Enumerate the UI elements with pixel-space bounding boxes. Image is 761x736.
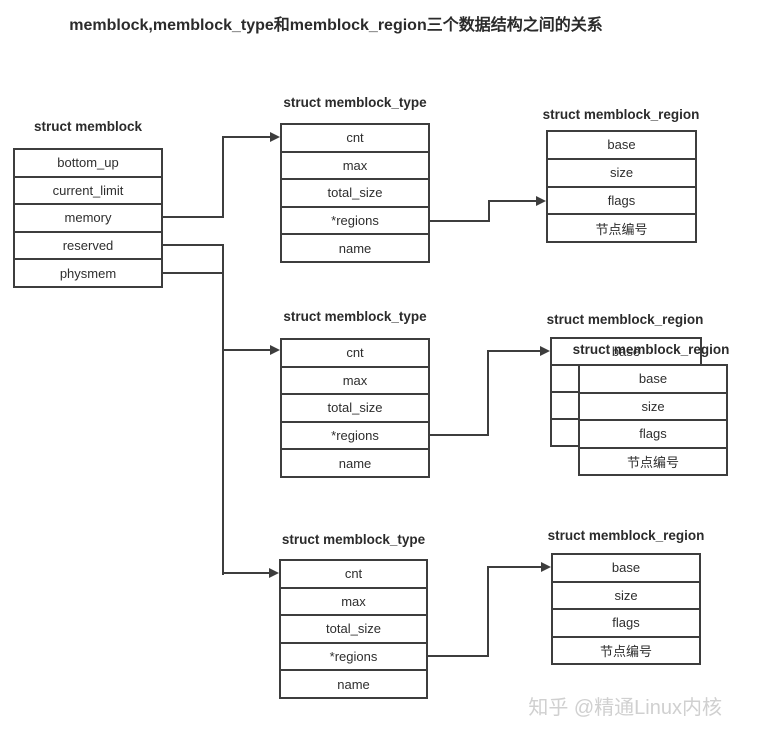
field-base: base <box>607 137 636 153</box>
field-size: size <box>580 391 726 420</box>
field-current-limit: current_limit <box>15 175 161 204</box>
field-name: name <box>282 448 428 476</box>
connector-memory-h2 <box>224 136 270 138</box>
arrowhead-reserved-to-type-middle <box>270 345 280 355</box>
field-regions: *regions <box>281 641 426 670</box>
zhihu-watermark: 知乎 @精通Linux内核 <box>528 697 722 719</box>
struct-memblock-region-middle-back-title: struct memblock_region <box>546 312 704 327</box>
struct-memblock-type-top-box: cnt max total_size *regions name <box>280 123 430 263</box>
field-node-id: 节点编号 <box>553 635 699 664</box>
field-max: max <box>281 586 426 615</box>
connector-reserved-branch-h <box>224 349 270 351</box>
struct-memblock-region-middle-front-title: struct memblock_region <box>572 342 730 357</box>
field-flags: flags <box>580 419 726 447</box>
struct-memblock-type-middle-title: struct memblock_type <box>283 309 427 324</box>
struct-memblock-type-top-title: struct memblock_type <box>283 95 427 110</box>
field-size: size <box>548 157 695 186</box>
connector-memory-v <box>222 136 224 218</box>
struct-memblock-region-top-title: struct memblock_region <box>542 107 700 122</box>
arrowhead-physmem-to-type-bottom <box>269 568 279 578</box>
field-max: max <box>282 365 428 394</box>
arrowhead-regions-top <box>536 196 546 206</box>
field-reserved: reserved <box>15 230 161 259</box>
field-total-size: total_size <box>282 393 428 421</box>
struct-memblock-title: struct memblock <box>33 119 143 134</box>
connector-regions-top-v <box>488 200 490 222</box>
field-memory: memory <box>15 203 161 231</box>
diagram-title: memblock,memblock_type和memblock_region三个… <box>69 17 603 34</box>
connector-regions-bottom-h2 <box>489 566 541 568</box>
connector-physmem-h <box>163 272 224 274</box>
field-regions: *regions <box>282 420 428 449</box>
field-node-id: 节点编号 <box>548 213 695 241</box>
struct-memblock-region-bottom-box: base size flags 节点编号 <box>551 553 701 665</box>
connector-physmem-branch-h <box>224 572 269 574</box>
connector-regions-top-h1 <box>430 220 490 222</box>
field-base: base <box>638 371 668 387</box>
field-total-size: total_size <box>282 178 428 206</box>
field-cnt: cnt <box>344 566 363 582</box>
field-flags: flags <box>553 608 699 636</box>
field-cnt: cnt <box>346 345 364 361</box>
struct-memblock-region-middle-front-box: base size flags 节点编号 <box>578 364 728 476</box>
field-max: max <box>282 150 428 179</box>
field-node-id: 节点编号 <box>580 446 726 475</box>
field-regions: *regions <box>282 205 428 234</box>
struct-memblock-type-bottom-title: struct memblock_type <box>281 532 426 547</box>
field-name: name <box>281 669 426 697</box>
field-base: base <box>611 560 641 576</box>
connector-regions-middle-v <box>487 350 489 436</box>
struct-memblock-box: bottom_up current_limit memory reserved … <box>13 148 163 288</box>
struct-memblock-type-middle-box: cnt max total_size *regions name <box>280 338 430 478</box>
connector-regions-bottom-v <box>487 566 489 657</box>
connector-memory-h1 <box>163 216 224 218</box>
arrowhead-regions-bottom <box>541 562 551 572</box>
field-physmem: physmem <box>15 258 161 286</box>
connector-regions-top-h2 <box>490 200 536 202</box>
connector-shared-v <box>222 244 224 575</box>
field-total-size: total_size <box>281 614 426 642</box>
field-name: name <box>282 233 428 261</box>
connector-regions-middle-h1 <box>430 434 489 436</box>
field-size: size <box>553 580 699 609</box>
field-bottom-up: bottom_up <box>57 155 119 171</box>
struct-memblock-region-top-box: base size flags 节点编号 <box>546 130 697 243</box>
field-cnt: cnt <box>346 130 364 146</box>
field-base: base <box>611 344 641 359</box>
connector-reserved-h <box>163 244 224 246</box>
field-flags: flags <box>548 185 695 214</box>
struct-memblock-type-bottom-box: cnt max total_size *regions name <box>279 559 428 699</box>
struct-memblock-region-bottom-title: struct memblock_region <box>547 528 705 543</box>
arrowhead-regions-middle <box>540 346 550 356</box>
connector-regions-middle-h2 <box>489 350 540 352</box>
arrowhead-memory-to-type-top <box>270 132 280 142</box>
connector-regions-bottom-h1 <box>428 655 489 657</box>
